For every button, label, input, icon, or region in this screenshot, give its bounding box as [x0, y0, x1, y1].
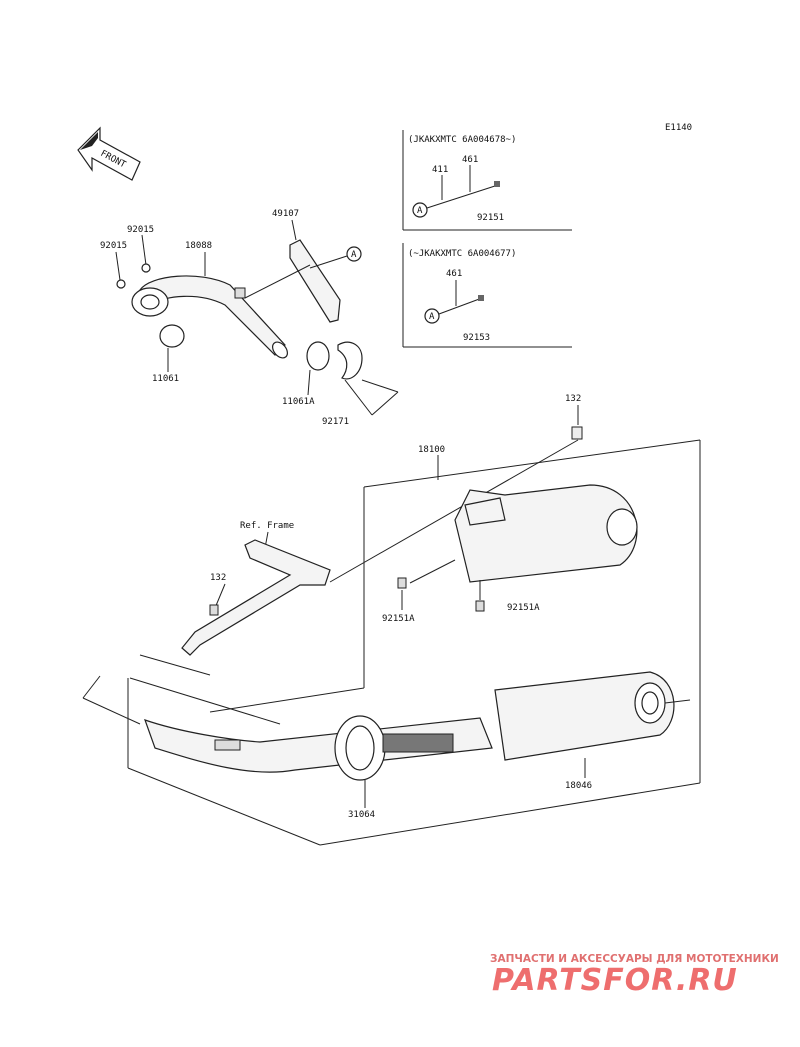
perforated-tube	[382, 733, 454, 753]
heat-guard	[289, 239, 341, 323]
bolt	[571, 426, 583, 440]
part-label: 18046	[565, 781, 592, 791]
ref-frame-label: Ref. Frame	[240, 521, 294, 531]
header-pipe	[131, 275, 288, 359]
part-label: 18088	[185, 241, 212, 251]
serial-box-top: (JKAKXMTC 6A004678~) A 411 461 92151	[402, 130, 572, 231]
diagram-code: E1140	[665, 123, 692, 133]
front-arrow-icon: FRONT	[77, 126, 141, 181]
serial-box-bottom-header: (~JKAKXMTC 6A004677)	[408, 249, 516, 259]
part-label: 92151A	[382, 614, 415, 624]
part-label: 49107	[272, 209, 299, 219]
muffler-pipe	[144, 717, 493, 773]
part-label: 132	[565, 394, 581, 404]
part-label: 92015	[127, 225, 154, 235]
part-label: 92151A	[507, 603, 540, 613]
serial-box-bottom-callout: A	[429, 312, 435, 322]
gasket-ring	[159, 324, 185, 348]
callout-a: A	[351, 250, 357, 260]
part-label: 461	[446, 269, 462, 279]
part-label: 92015	[100, 241, 127, 251]
watermark-brand: PARTSFOR.RU	[492, 963, 738, 998]
watermark-subtitle: ЗАПЧАСТИ И АКСЕССУАРЫ ДЛЯ МОТОТЕХНИКИ	[490, 953, 779, 965]
heat-shield-oval	[334, 715, 386, 781]
part-label: 132	[210, 573, 226, 583]
part-label: 92153	[463, 333, 490, 343]
serial-box-top-header: (JKAKXMTC 6A004678~)	[408, 135, 516, 145]
silencer-upper	[454, 484, 638, 583]
part-label: 11061	[152, 374, 179, 384]
frame-bracket	[181, 539, 331, 656]
serial-box-bottom: (~JKAKXMTC 6A004677) A 461 92153	[402, 243, 572, 348]
part-label: 11061A	[282, 397, 315, 407]
part-label: 18100	[418, 445, 445, 455]
clamp	[337, 341, 363, 380]
part-label: 92151	[477, 213, 504, 223]
part-label: 31064	[348, 810, 375, 820]
part-label: 92171	[322, 417, 349, 427]
muffler-body	[494, 671, 675, 761]
serial-box-top-callout: A	[417, 206, 423, 216]
part-label: 411	[432, 165, 448, 175]
gasket-cylinder	[306, 341, 330, 371]
part-label: 461	[462, 155, 478, 165]
